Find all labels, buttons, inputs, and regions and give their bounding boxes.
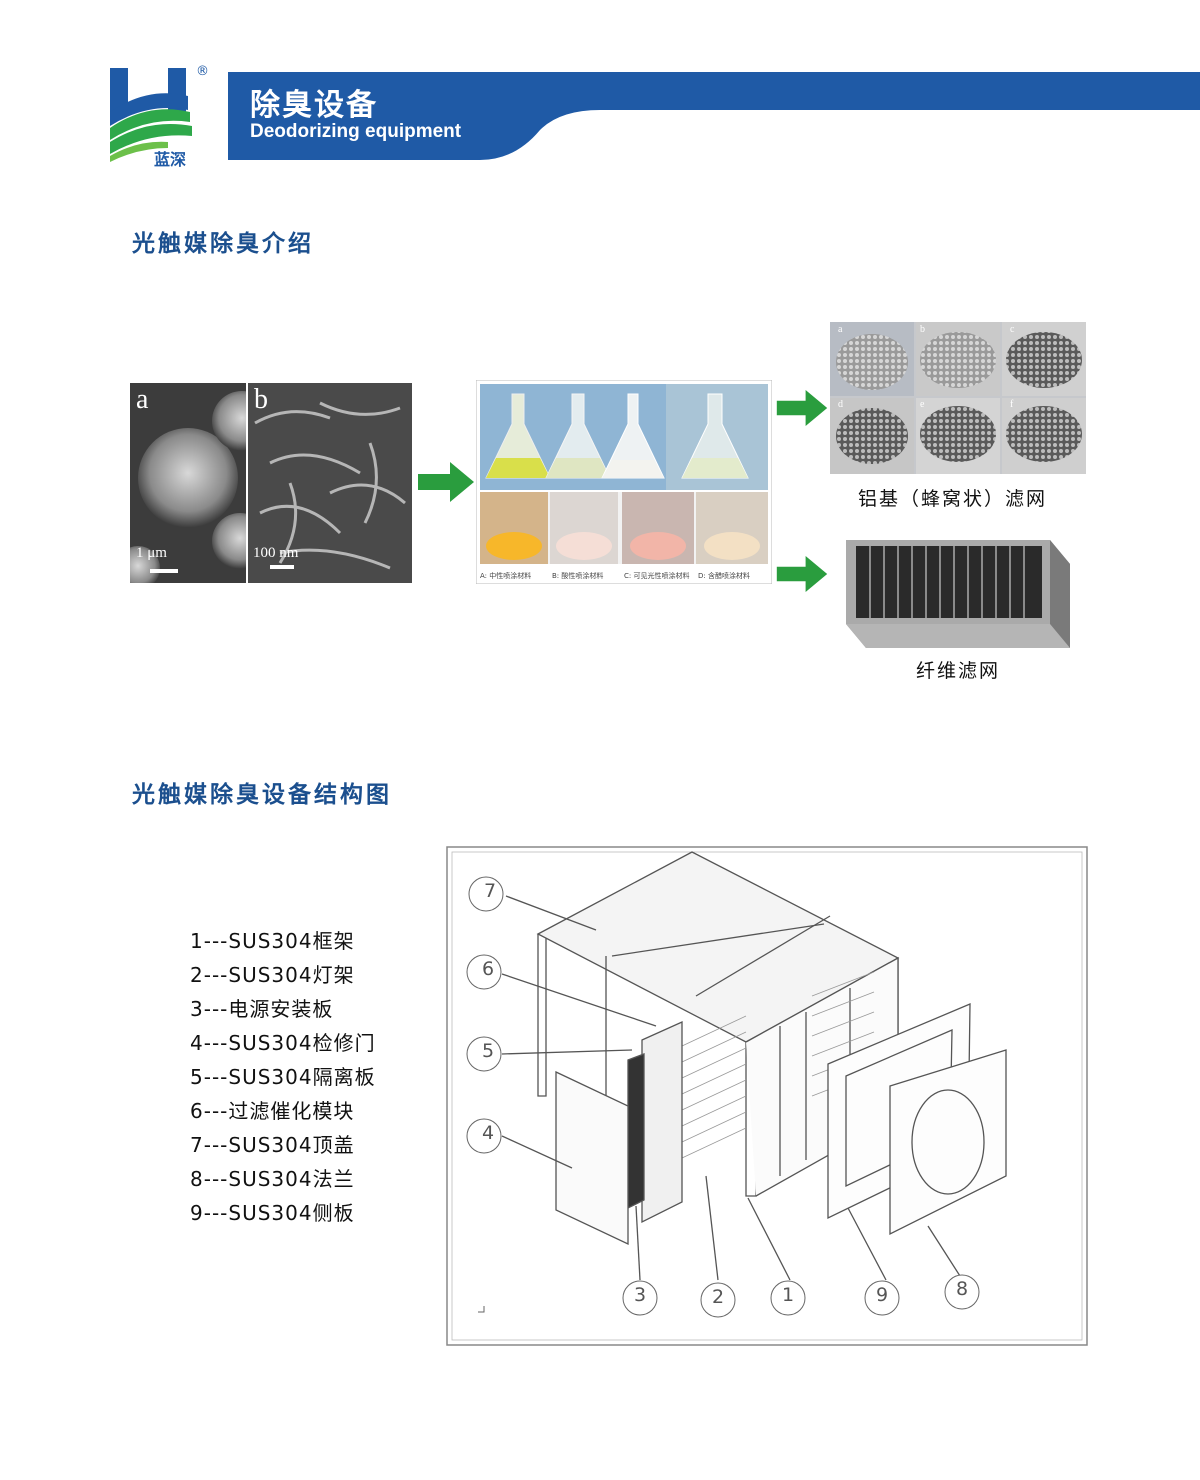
filter-tile-label-d: d	[838, 399, 843, 410]
aluminum-filter-caption: 铝基（蜂窝状）滤网	[858, 488, 1048, 510]
filter-tile-label-e: e	[920, 399, 925, 410]
brand-logo-icon	[110, 68, 192, 162]
legend-item: 9---SUS304侧板	[190, 1201, 355, 1225]
arrow-right-icon	[418, 462, 474, 502]
section2-title: 光触媒除臭设备结构图	[132, 782, 392, 808]
flask-caption-d: D: 含醋喷涂材料	[698, 572, 750, 580]
legend-item: 8---SUS304法兰	[190, 1167, 355, 1191]
aluminum-filter-photos	[830, 322, 1086, 474]
brand-logo-text: 蓝深	[154, 150, 187, 169]
callout-8: 8	[955, 1278, 969, 1300]
sem-scale-b: 100 nm	[253, 545, 299, 561]
legend-item: 3---电源安装板	[190, 997, 334, 1021]
arrow-right-icon	[776, 556, 828, 592]
flask-photos	[476, 380, 772, 584]
sem-scale-a: 1 μm	[136, 545, 167, 561]
legend-item: 5---SUS304隔离板	[190, 1065, 376, 1089]
callout-6: 6	[481, 958, 495, 980]
legend-item: 6---过滤催化模块	[190, 1099, 355, 1123]
callout-2: 2	[711, 1286, 725, 1308]
legend-item: 4---SUS304检修门	[190, 1031, 376, 1055]
arrow-right-icon	[776, 390, 828, 426]
callout-4: 4	[481, 1122, 495, 1144]
section1-title: 光触媒除臭介绍	[132, 231, 314, 257]
header-title-en: Deodorizing equipment	[250, 121, 462, 142]
filter-tile-label-a: a	[838, 324, 843, 335]
fiber-filter-caption: 纤维滤网	[916, 660, 1001, 682]
legend-item: 7---SUS304顶盖	[190, 1133, 355, 1157]
sem-micrograph	[130, 383, 412, 583]
legend-item: 2---SUS304灯架	[190, 963, 355, 987]
filter-tile-label-b: b	[920, 324, 925, 335]
filter-tile-label-f: f	[1010, 399, 1014, 410]
filter-tile-label-c: c	[1010, 324, 1015, 335]
fiber-filter-image	[846, 540, 1070, 648]
callout-1: 1	[781, 1284, 795, 1306]
callout-5: 5	[481, 1040, 495, 1062]
callout-7: 7	[483, 880, 497, 902]
sem-label-a: a	[136, 384, 149, 415]
callout-9: 9	[875, 1284, 889, 1306]
flask-caption-b: B: 酸性喷涂材料	[552, 572, 604, 580]
flask-caption-c: C: 可见光性喷涂材料	[624, 572, 690, 580]
registered-mark: ®	[196, 64, 209, 79]
structure-drawing	[446, 846, 1088, 1346]
callout-3: 3	[633, 1284, 647, 1306]
header-banner	[228, 72, 1200, 160]
legend-item: 1---SUS304框架	[190, 929, 355, 953]
flask-caption-a: A: 中性喷涂材料	[480, 572, 532, 580]
header-title-cn: 除臭设备	[250, 88, 378, 123]
sem-label-b: b	[254, 384, 268, 415]
